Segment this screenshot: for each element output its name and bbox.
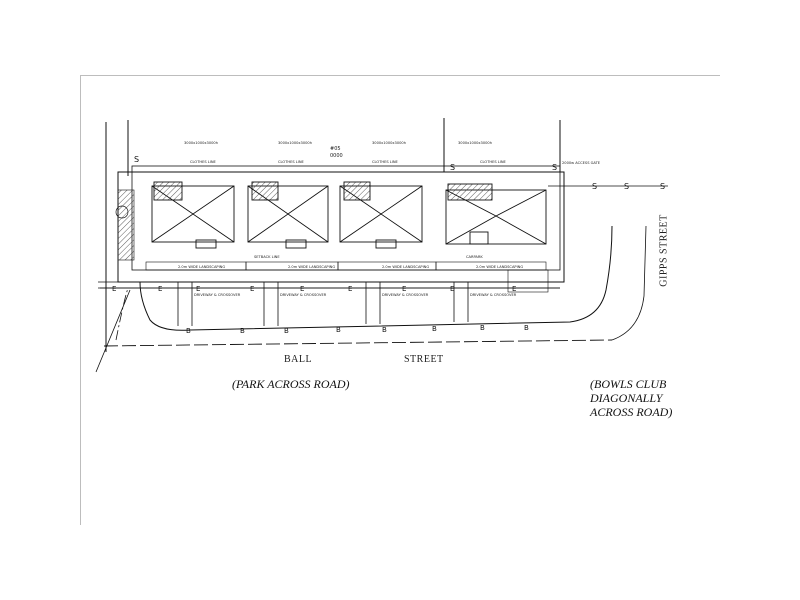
note-park: (PARK ACROSS ROAD)	[232, 377, 350, 391]
sewer-markers: S S S S S S	[134, 155, 665, 191]
svg-text:E: E	[158, 285, 162, 293]
svg-text:E: E	[450, 285, 454, 293]
note-bowls-line-1: (BOWLS CLUB	[590, 377, 667, 391]
landscaping-2: 2.0m WIDE LANDSCAPING	[288, 265, 335, 269]
driveways	[177, 269, 549, 326]
svg-text:B: B	[480, 324, 485, 332]
svg-text:B: B	[186, 327, 191, 335]
frame-top-border	[80, 75, 720, 76]
lot-area: 0000	[330, 153, 343, 159]
sewer-line	[127, 160, 668, 187]
carpark-label: CARPARK	[466, 255, 483, 259]
tank-label-1: 3000x1000x3000h	[184, 141, 218, 145]
setback-label: SETBACK LINE	[254, 255, 280, 259]
street-label-gipps: GIPPS STREET	[658, 214, 670, 287]
note-bowls-club: (BOWLS CLUB DIAGONALLY ACROSS ROAD)	[590, 377, 672, 419]
landscaping-strips	[145, 261, 547, 271]
landscaping-4: 2.0m WIDE LANDSCAPING	[476, 265, 523, 269]
svg-text:S: S	[134, 155, 139, 164]
svg-text:B: B	[336, 326, 341, 334]
corner-hatch	[117, 189, 135, 261]
dwelling-1	[151, 181, 235, 249]
clothes-line-1: CLOTHES LINE	[190, 160, 217, 164]
note-bowls-line-2: DIAGONALLY	[590, 391, 663, 405]
svg-text:E: E	[250, 285, 254, 293]
lot-number: #05	[330, 146, 341, 152]
clothes-line-2: CLOTHES LINE	[278, 160, 305, 164]
tank-label-2: 3000x1000x3000h	[278, 141, 312, 145]
tree-symbol	[115, 205, 129, 219]
svg-text:E: E	[348, 285, 352, 293]
clothes-line-3: CLOTHES LINE	[372, 160, 399, 164]
svg-text:B: B	[432, 325, 437, 333]
dwelling-2	[247, 181, 329, 249]
svg-text:E: E	[112, 285, 116, 293]
dwelling-4	[445, 183, 547, 245]
svg-text:E: E	[402, 285, 406, 293]
svg-text:B: B	[524, 324, 529, 332]
driveway-4: DRIVEWAY & CROSSOVER	[470, 293, 517, 297]
svg-text:S: S	[624, 182, 629, 191]
street-label-ball-suffix: STREET	[404, 354, 444, 365]
tank-label-4: 3000x1000x3000h	[458, 141, 492, 145]
svg-text:S: S	[660, 182, 665, 191]
driveway-1: DRIVEWAY & CROSSOVER	[194, 293, 241, 297]
svg-text:B: B	[382, 326, 387, 334]
clothes-line-4: CLOTHES LINE	[480, 160, 507, 164]
tank-label-3: 3000x1000x3000h	[372, 141, 406, 145]
driveway-2: DRIVEWAY & CROSSOVER	[280, 293, 327, 297]
svg-text:S: S	[592, 182, 597, 191]
landscaping-1: 2.0m WIDE LANDSCAPING	[178, 265, 225, 269]
frame-left-border	[80, 75, 81, 525]
svg-text:E: E	[512, 285, 516, 293]
svg-text:E: E	[300, 285, 304, 293]
dwelling-3	[339, 181, 423, 249]
note-bowls-line-3: ACROSS ROAD)	[590, 405, 673, 419]
street-label-gipps-wrap: GIPPS STREET	[640, 214, 670, 286]
kerb-line	[139, 225, 613, 331]
dwellings	[151, 181, 547, 249]
svg-text:S: S	[552, 163, 557, 172]
access-gate-label: 2000w ACCESS GATE	[562, 161, 601, 165]
svg-text:S: S	[450, 163, 455, 172]
driveway-3: DRIVEWAY & CROSSOVER	[382, 293, 429, 297]
svg-text:B: B	[284, 327, 289, 335]
landscaping-3: 2.0m WIDE LANDSCAPING	[382, 265, 429, 269]
svg-text:E: E	[196, 285, 200, 293]
ball-street-kerb	[95, 225, 647, 373]
svg-text:B: B	[240, 327, 245, 335]
street-label-ball: BALL	[284, 354, 313, 365]
